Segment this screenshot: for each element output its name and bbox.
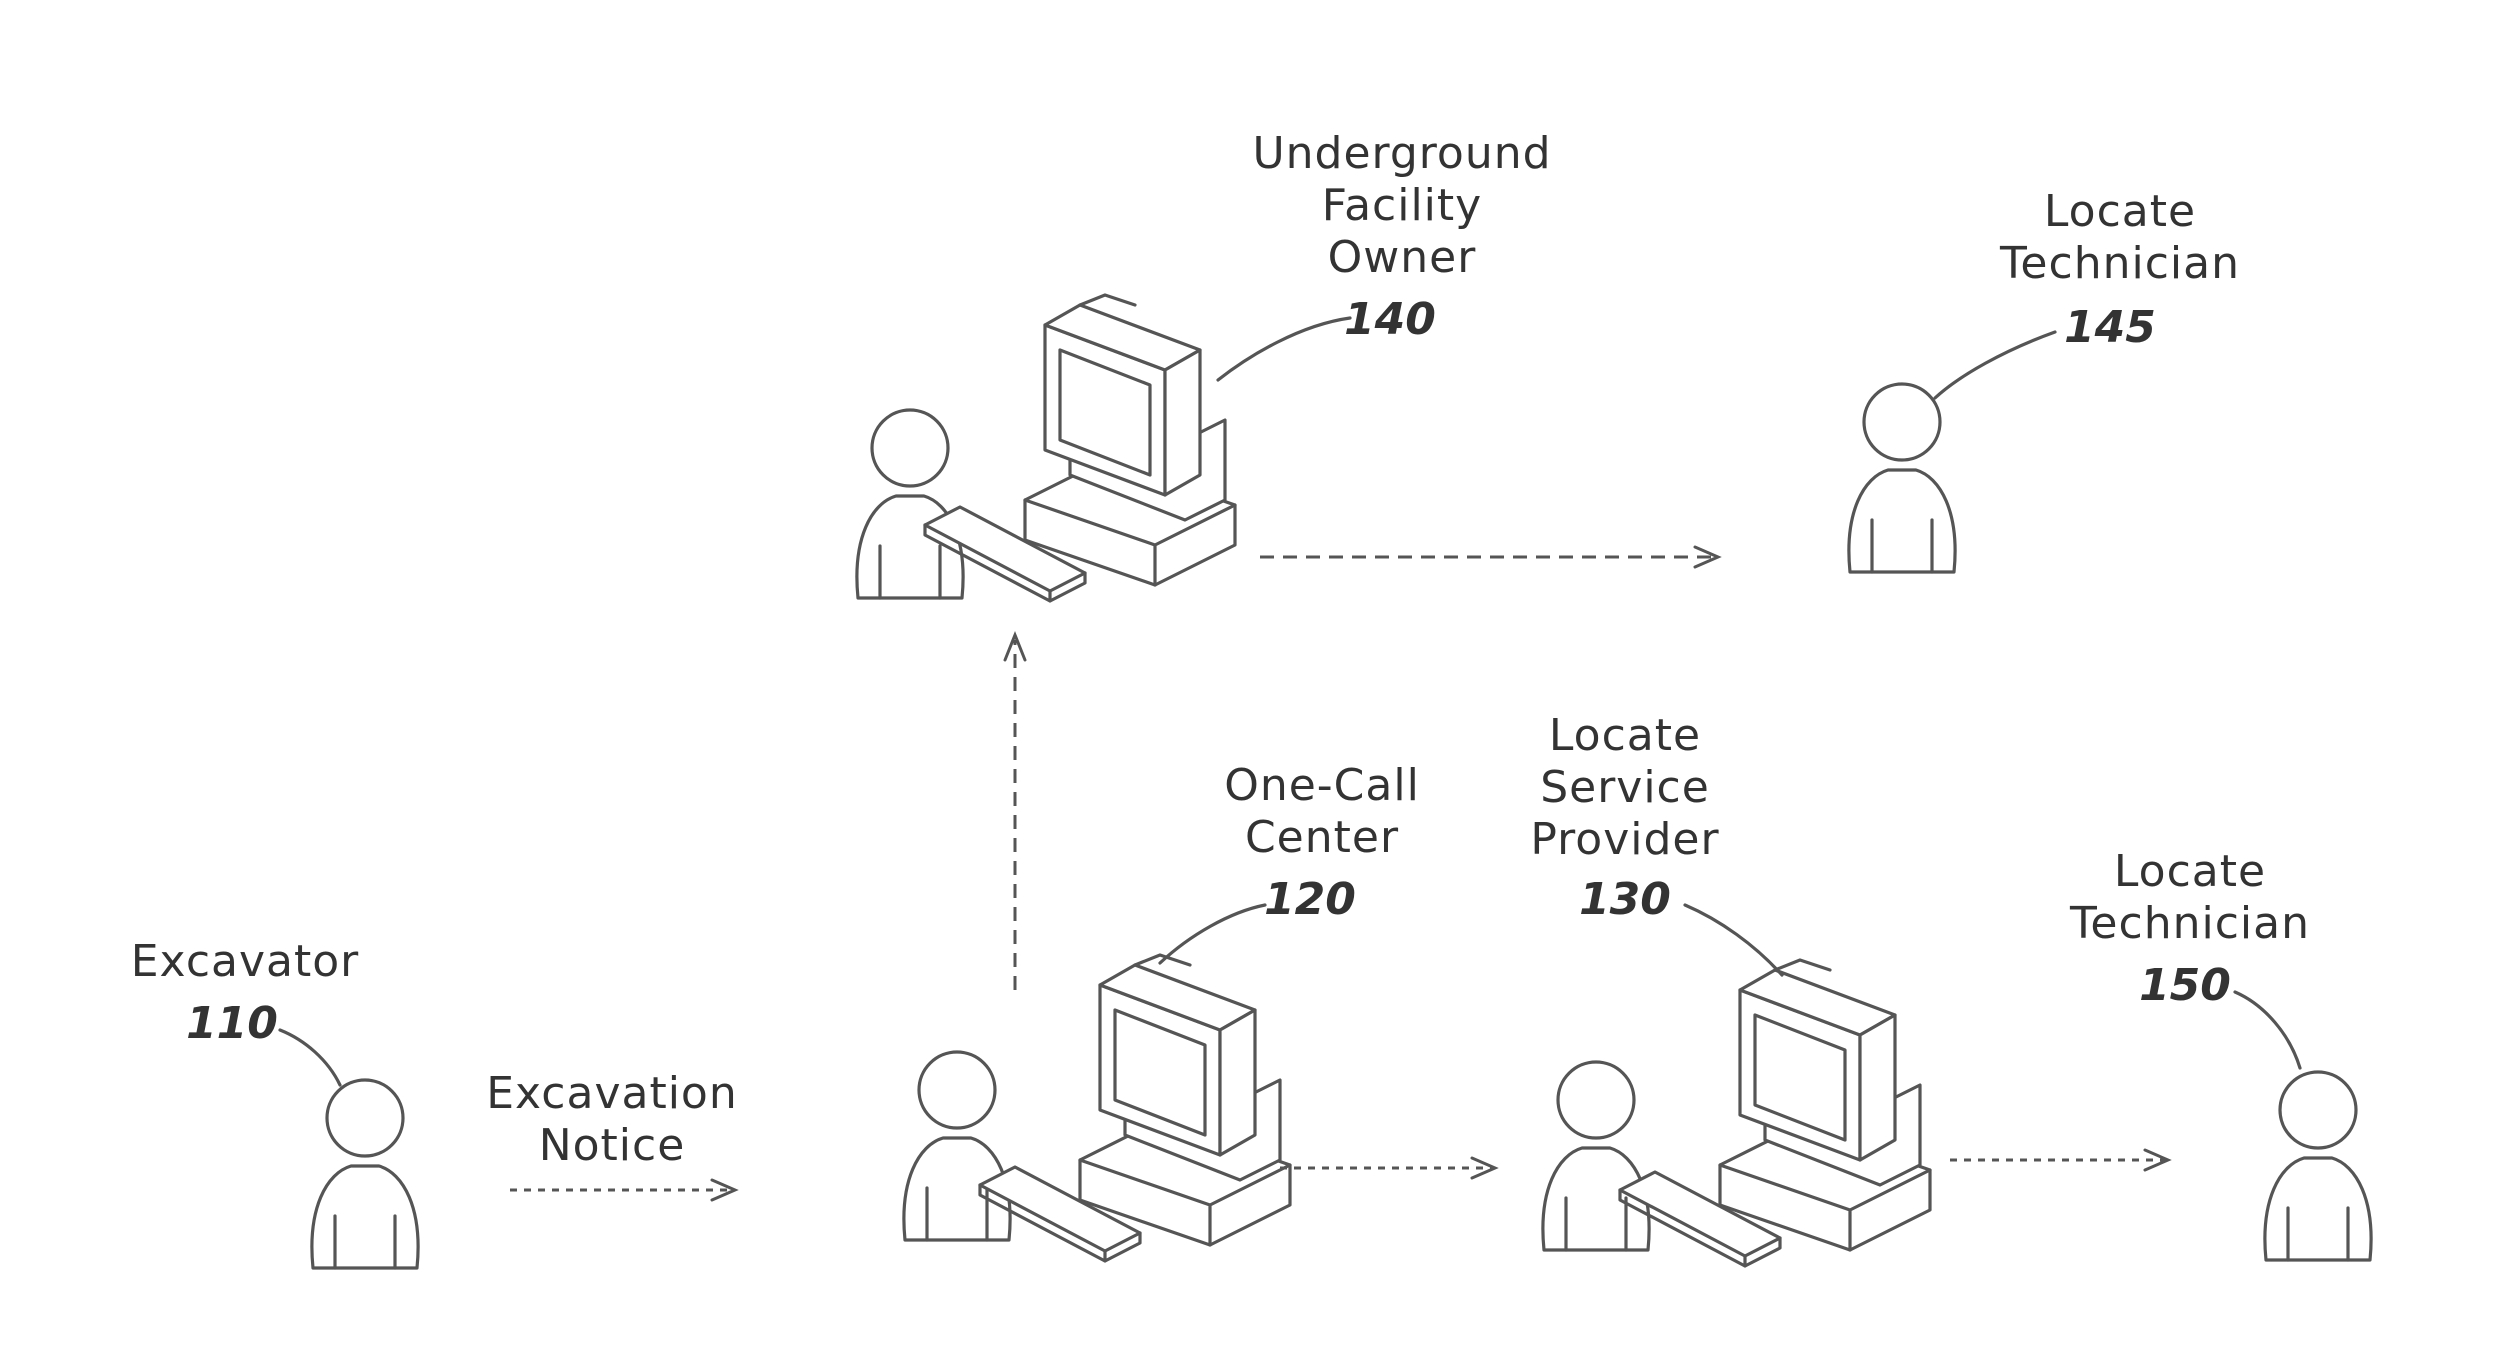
one-call-ref: 120	[1264, 874, 1356, 925]
lsp-ref: 130	[1579, 874, 1671, 925]
excavator-ref: 110	[186, 998, 278, 1049]
one-call-label-line1: One-Call	[1224, 760, 1420, 811]
ufo-computer-icon	[925, 295, 1235, 601]
lsp-person-icon	[1543, 1062, 1649, 1250]
leader-150	[2235, 992, 2300, 1068]
leader-120	[1160, 905, 1265, 963]
excavator-label: Excavator	[131, 936, 359, 987]
arrow-lsp-to-technician-150	[1950, 1150, 2168, 1170]
one-call-center-person-icon	[904, 1052, 1010, 1240]
ufo-person-icon	[857, 410, 963, 598]
leader-110	[280, 1030, 340, 1085]
lsp-label-line3: Provider	[1530, 814, 1719, 865]
leader-130	[1685, 905, 1782, 975]
edge-notice-label-line1: Excavation	[486, 1068, 738, 1119]
arrow-ufo-to-technician-145	[1260, 547, 1718, 567]
technician-145-ref: 145	[2064, 302, 2156, 353]
ufo-label-line3: Owner	[1328, 232, 1477, 283]
lsp-computer-icon	[1620, 960, 1930, 1266]
technician-150-person-icon	[2265, 1072, 2371, 1260]
technician-145-person-icon	[1849, 384, 1955, 572]
technician-145-label-line2: Technician	[1999, 238, 2240, 289]
leader-140	[1218, 318, 1350, 380]
arrow-one-call-to-lsp	[1280, 1158, 1495, 1178]
technician-150-label-line1: Locate	[2114, 846, 2266, 897]
technician-150-label-line2: Technician	[2069, 898, 2310, 949]
technician-145-label-line1: Locate	[2044, 186, 2196, 237]
edge-notice-label-line2: Notice	[539, 1120, 686, 1171]
leader-145	[1935, 332, 2055, 398]
lsp-label-line1: Locate	[1549, 710, 1701, 761]
one-call-center-computer-icon	[980, 955, 1290, 1261]
ufo-label-line1: Underground	[1252, 128, 1551, 179]
ufo-label-line2: Facility	[1322, 180, 1482, 231]
technician-150-ref: 150	[2139, 960, 2231, 1011]
arrow-one-call-to-ufo	[1005, 635, 1025, 990]
ufo-ref: 140	[1344, 294, 1436, 345]
lsp-label-line2: Service	[1540, 762, 1710, 813]
one-call-label-line2: Center	[1245, 812, 1399, 863]
excavator-person-icon	[312, 1080, 418, 1268]
arrow-excavator-to-one-call	[510, 1180, 735, 1200]
